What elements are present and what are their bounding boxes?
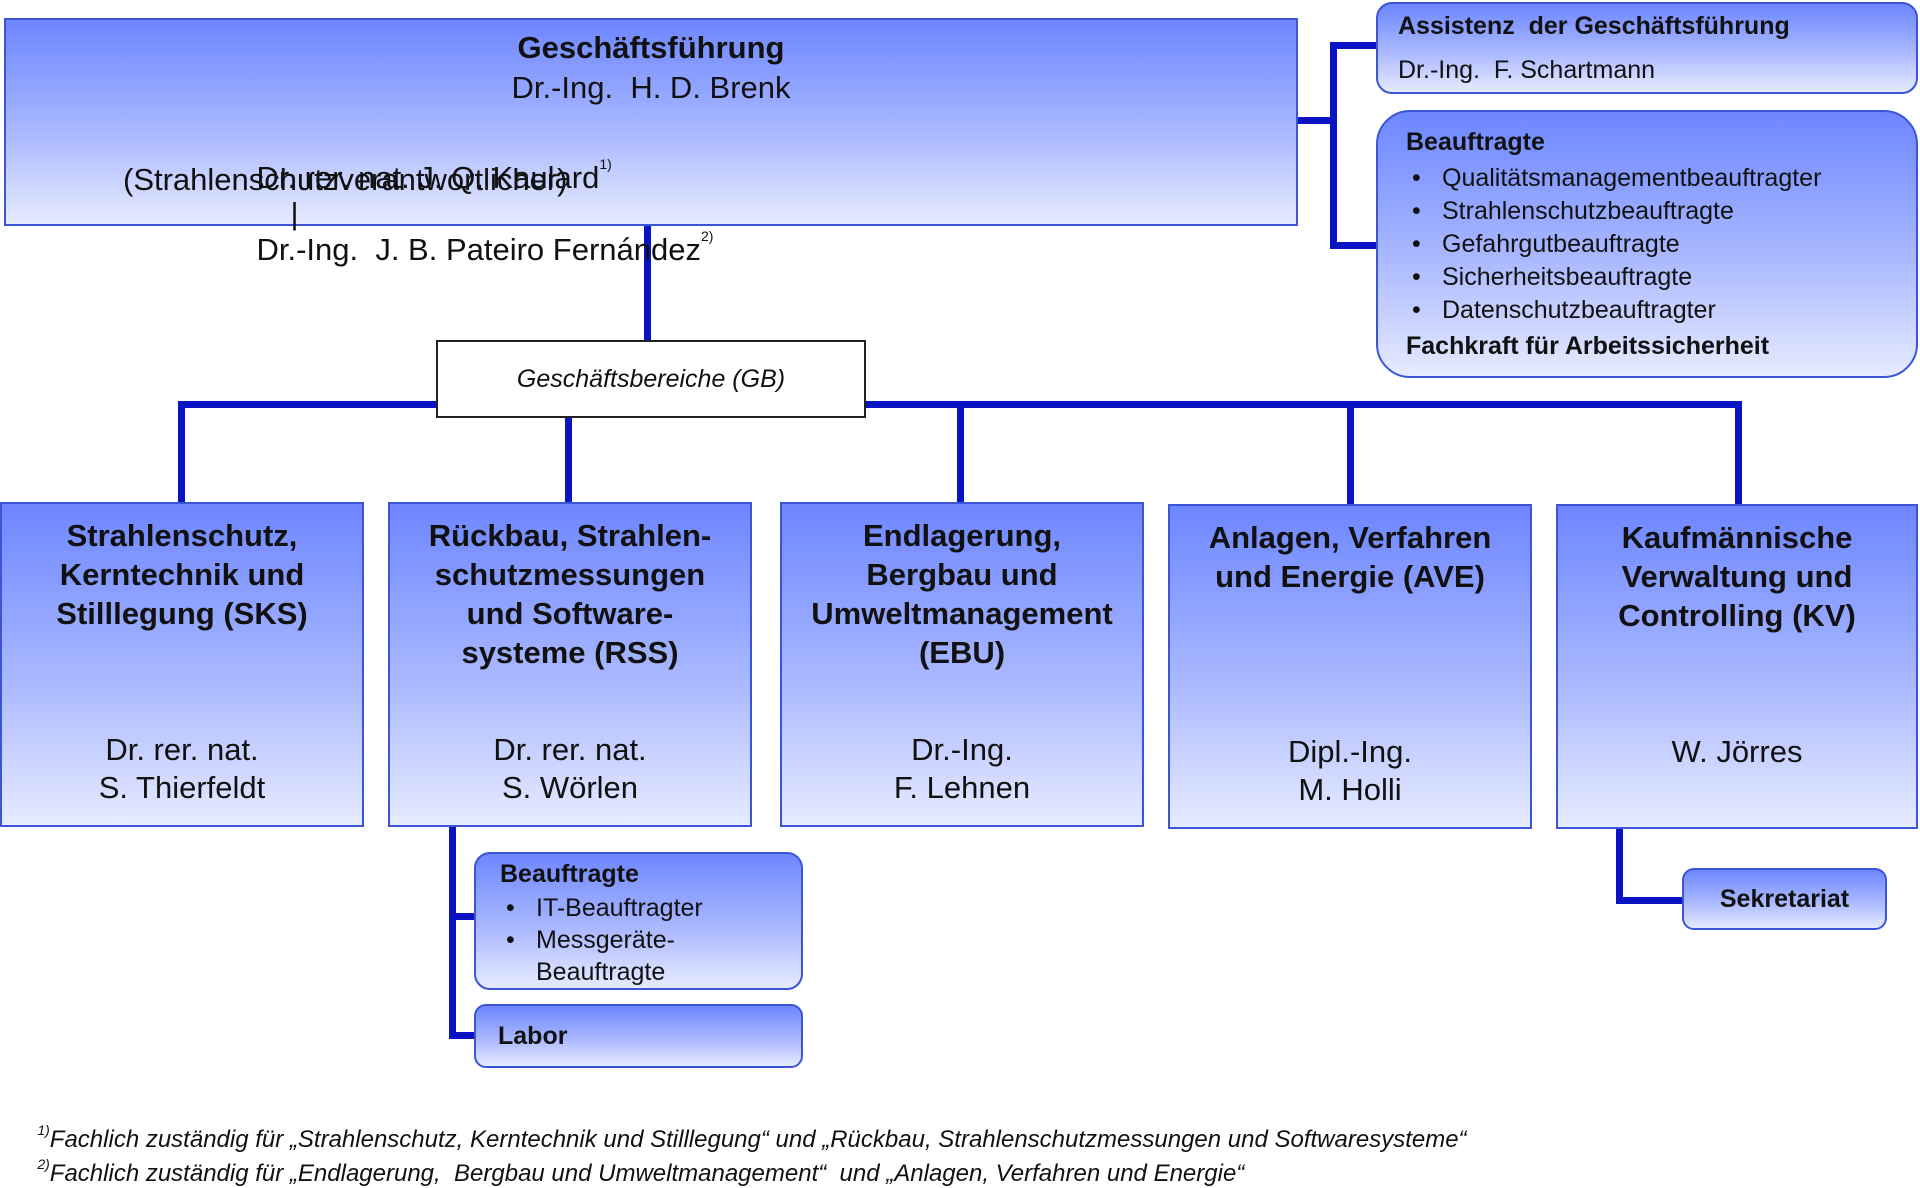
assistant-title: Assistenz der Geschäftsführung	[1398, 12, 1790, 40]
sekretariat-box: Sekretariat	[1682, 868, 1887, 930]
connector-drop-ebu	[957, 401, 964, 504]
division-title: Rückbau, Strahlen-schutzmessungen und So…	[428, 518, 712, 670]
delegate-item: Gefahrgutbeauftragte	[1404, 228, 1821, 261]
deputy-role: (Strahlenschutzverantwortlicher)	[123, 162, 568, 197]
management-box: Geschäftsführung Dr.-Ing. H. D. Brenk Dr…	[4, 18, 1298, 267]
division-rss: Rückbau, Strahlen-schutzmessungen und So…	[388, 502, 752, 827]
labor-box: Labor	[474, 1004, 803, 1068]
division-head-name: M. Holli	[1298, 772, 1402, 807]
name-separator: |	[290, 196, 299, 231]
connector-drop-kv	[1735, 401, 1742, 504]
connector-drop-ave	[1347, 401, 1354, 504]
connector-rss-delegates	[449, 913, 475, 920]
delegates-box: Beauftragte Qualitätsmanagementbeauftrag…	[1376, 110, 1918, 378]
division-head-degree: Dipl.-Ing.	[1287, 734, 1413, 769]
connector-side-delegates	[1330, 242, 1376, 249]
footnote-2-text: Fachlich zuständig für „Endlagerung, Ber…	[49, 1160, 1245, 1187]
delegate-item: Datenschutzbeauftragter	[1404, 294, 1821, 327]
deputy-pateiro: Dr.-Ing. J. B. Pateiro Fernández	[256, 232, 701, 267]
division-ebu: Endlagerung, Bergbau und Umweltmanagemen…	[780, 502, 1144, 827]
management-title: Geschäftsführung	[517, 30, 785, 65]
division-head-name: S. Thierfeldt	[98, 770, 266, 805]
rss-delegate-item: IT-Beauftragter	[498, 892, 788, 924]
footnote-1-mark: 1)	[37, 1122, 50, 1138]
division-title: Kaufmännische Verwaltung und Controlling…	[1618, 520, 1856, 633]
division-title: Endlagerung, Bergbau und Umweltmanagemen…	[811, 518, 1113, 670]
gb-label: Geschäftsbereiche (GB)	[516, 364, 786, 393]
division-kv: Kaufmännische Verwaltung und Controlling…	[1556, 504, 1918, 829]
delegates-title: Beauftragte	[1406, 128, 1545, 156]
division-title: Strahlenschutz, Kerntechnik und Stillleg…	[56, 518, 308, 631]
footnote-1-text: Fachlich zuständig für „Strahlenschutz, …	[49, 1126, 1467, 1153]
division-head-name: W. Jörres	[1671, 734, 1803, 769]
division-head-name: S. Wörlen	[501, 770, 639, 805]
deputy-kaulard: Dr. rer. nat. J. Q. Kaulard	[256, 160, 600, 195]
connector-rss-labor	[449, 1032, 475, 1039]
labor-label: Labor	[498, 1022, 568, 1050]
assistant-name: Dr.-Ing. F. Schartmann	[1398, 56, 1656, 84]
delegates-list: Qualitätsmanagementbeauftragter Strahlen…	[1404, 162, 1821, 327]
delegate-item: Sicherheitsbeauftragte	[1404, 261, 1821, 294]
connector-drop-sks	[178, 401, 185, 504]
connector-side-vertical	[1330, 42, 1337, 249]
connector-drop-rss	[565, 401, 572, 504]
sekretariat-label: Sekretariat	[1719, 885, 1850, 913]
footnote-1: 1)Fachlich zuständig für „Strahlenschutz…	[24, 1098, 1467, 1154]
division-head-degree: Dr. rer. nat.	[493, 732, 647, 767]
division-head-degree: Dr. rer. nat.	[105, 732, 259, 767]
connector-kv-sub-vertical	[1616, 826, 1623, 904]
assistant-box: Assistenz der Geschäftsführung Dr.-Ing. …	[1376, 2, 1918, 94]
connector-side-assistant	[1330, 42, 1376, 49]
connector-kv-sekretariat	[1616, 897, 1684, 904]
rss-delegate-item: Messgeräte-Beauftragte	[498, 924, 675, 988]
deputies-line: Dr. rer. nat. J. Q. Kaulard1) | Dr.-Ing.…	[222, 124, 713, 304]
connector-top-to-side	[1296, 117, 1336, 124]
delegate-item: Qualitätsmanagementbeauftragter	[1404, 162, 1821, 195]
connector-rss-sub-vertical	[449, 826, 456, 1039]
footnote-2: 2)Fachlich zuständig für „Endlagerung, B…	[24, 1132, 1244, 1188]
gb-label-box: Geschäftsbereiche (GB)	[436, 340, 866, 418]
footnote-2-mark: 2)	[37, 1156, 50, 1172]
division-title: Anlagen, Verfahren und Energie (AVE)	[1208, 520, 1492, 594]
delegate-item: Strahlenschutzbeauftragte	[1404, 195, 1821, 228]
division-sks: Strahlenschutz, Kerntechnik und Stillleg…	[0, 502, 364, 827]
division-head-degree: Dr.-Ing.	[911, 732, 1013, 767]
rss-delegates-box: Beauftragte IT-Beauftragter Messgeräte-B…	[474, 852, 803, 990]
rss-delegates-list: IT-Beauftragter Messgeräte-Beauftragte	[498, 892, 788, 988]
footnote-mark-2: 2)	[701, 228, 714, 244]
division-head-name: F. Lehnen	[893, 770, 1031, 805]
division-ave: Anlagen, Verfahren und Energie (AVE) Dip…	[1168, 504, 1532, 829]
safety-specialist: Fachkraft für Arbeitssicherheit	[1406, 332, 1770, 360]
rss-delegates-title: Beauftragte	[500, 860, 639, 888]
ceo-name: Dr.-Ing. H. D. Brenk	[511, 70, 791, 105]
connector-top-to-gb	[644, 226, 651, 342]
footnote-mark-1: 1)	[599, 156, 612, 172]
